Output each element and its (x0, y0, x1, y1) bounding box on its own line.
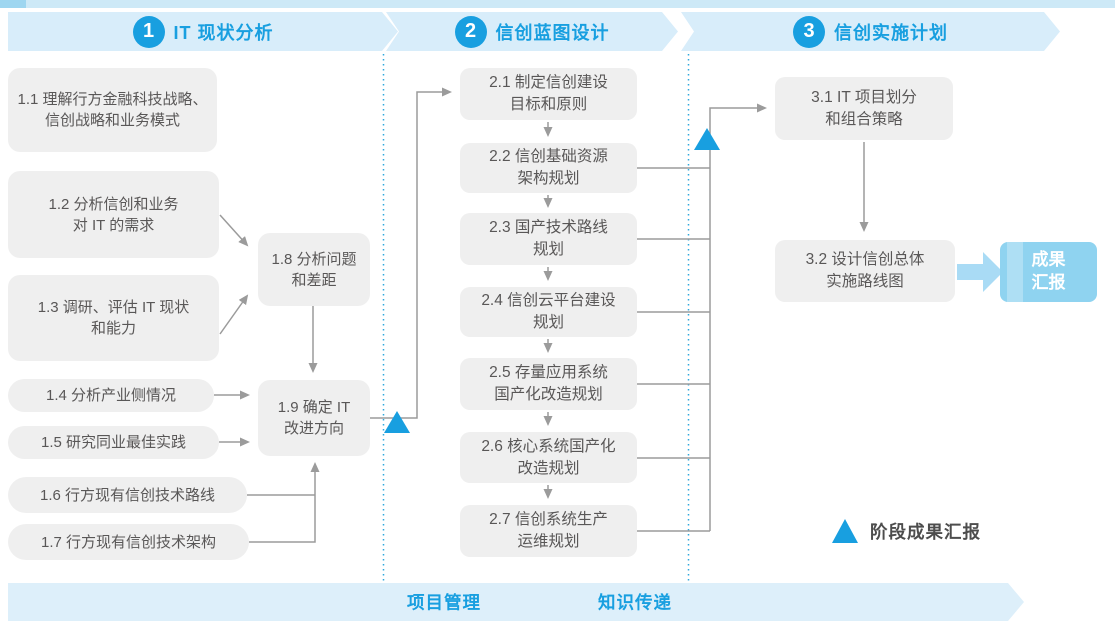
box-3-1: 3.1 IT 项目划分 和组合策略 (775, 77, 953, 140)
box-1-9: 1.9 确定 IT 改进方向 (258, 380, 370, 456)
box-1-1: 1.1 理解行方金融科技战略、 信创战略和业务模式 (8, 68, 217, 152)
phase-2-banner: 2 信创蓝图设计 (386, 12, 678, 51)
report-box-stripe (1007, 242, 1023, 302)
result-arrow-icon (957, 252, 1003, 292)
phase-1-banner: 1 IT 现状分析 (8, 12, 398, 51)
box-1-5: 1.5 研究同业最佳实践 (8, 426, 219, 459)
box-1-4: 1.4 分析产业侧情况 (8, 379, 214, 412)
report-box-label: 成果 汇报 (1031, 250, 1066, 292)
box-2-4: 2.4 信创云平台建设 规划 (460, 287, 637, 337)
box-2-1: 2.1 制定信创建设 目标和原则 (460, 68, 637, 120)
report-box: 成果 汇报 (1000, 242, 1097, 302)
legend-label: 阶段成果汇报 (870, 522, 981, 542)
box-1-8: 1.8 分析问题 和差距 (258, 233, 370, 306)
box-2-5: 2.5 存量应用系统 国产化改造规划 (460, 358, 637, 410)
phase-1-number-badge: 1 (133, 16, 165, 48)
phase-3-title: 信创实施计划 (834, 22, 948, 43)
milestone-triangle-icon (384, 411, 410, 433)
box-1-7: 1.7 行方现有信创技术架构 (8, 524, 249, 560)
footer-label-project-management: 项目管理 (407, 592, 481, 613)
top-strip (0, 0, 1115, 8)
phase-1-title: IT 现状分析 (173, 22, 274, 43)
phase-2-title: 信创蓝图设计 (495, 22, 610, 43)
box-1-6: 1.6 行方现有信创技术路线 (8, 477, 247, 513)
box-1-2: 1.2 分析信创和业务 对 IT 的需求 (8, 171, 219, 258)
milestone-triangle-icon (694, 128, 720, 150)
footer-label-knowledge-transfer: 知识传递 (598, 592, 672, 613)
legend-triangle-icon (832, 519, 858, 543)
top-strip-fragment (0, 0, 26, 8)
phase-2-number-badge: 2 (455, 16, 487, 48)
phase-3-number-badge: 3 (793, 16, 825, 48)
box-2-3: 2.3 国产技术路线 规划 (460, 213, 637, 265)
footer-banner: 项目管理 知识传递 (8, 583, 1024, 621)
phase-3-banner: 3 信创实施计划 (681, 12, 1060, 51)
box-1-3: 1.3 调研、评估 IT 现状 和能力 (8, 275, 219, 361)
box-2-7: 2.7 信创系统生产 运维规划 (460, 505, 637, 557)
box-3-2: 3.2 设计信创总体 实施路线图 (775, 240, 955, 302)
box-2-2: 2.2 信创基础资源 架构规划 (460, 143, 637, 193)
connector-lines (214, 87, 869, 543)
box-2-6: 2.6 核心系统国产化 改造规划 (460, 432, 637, 483)
